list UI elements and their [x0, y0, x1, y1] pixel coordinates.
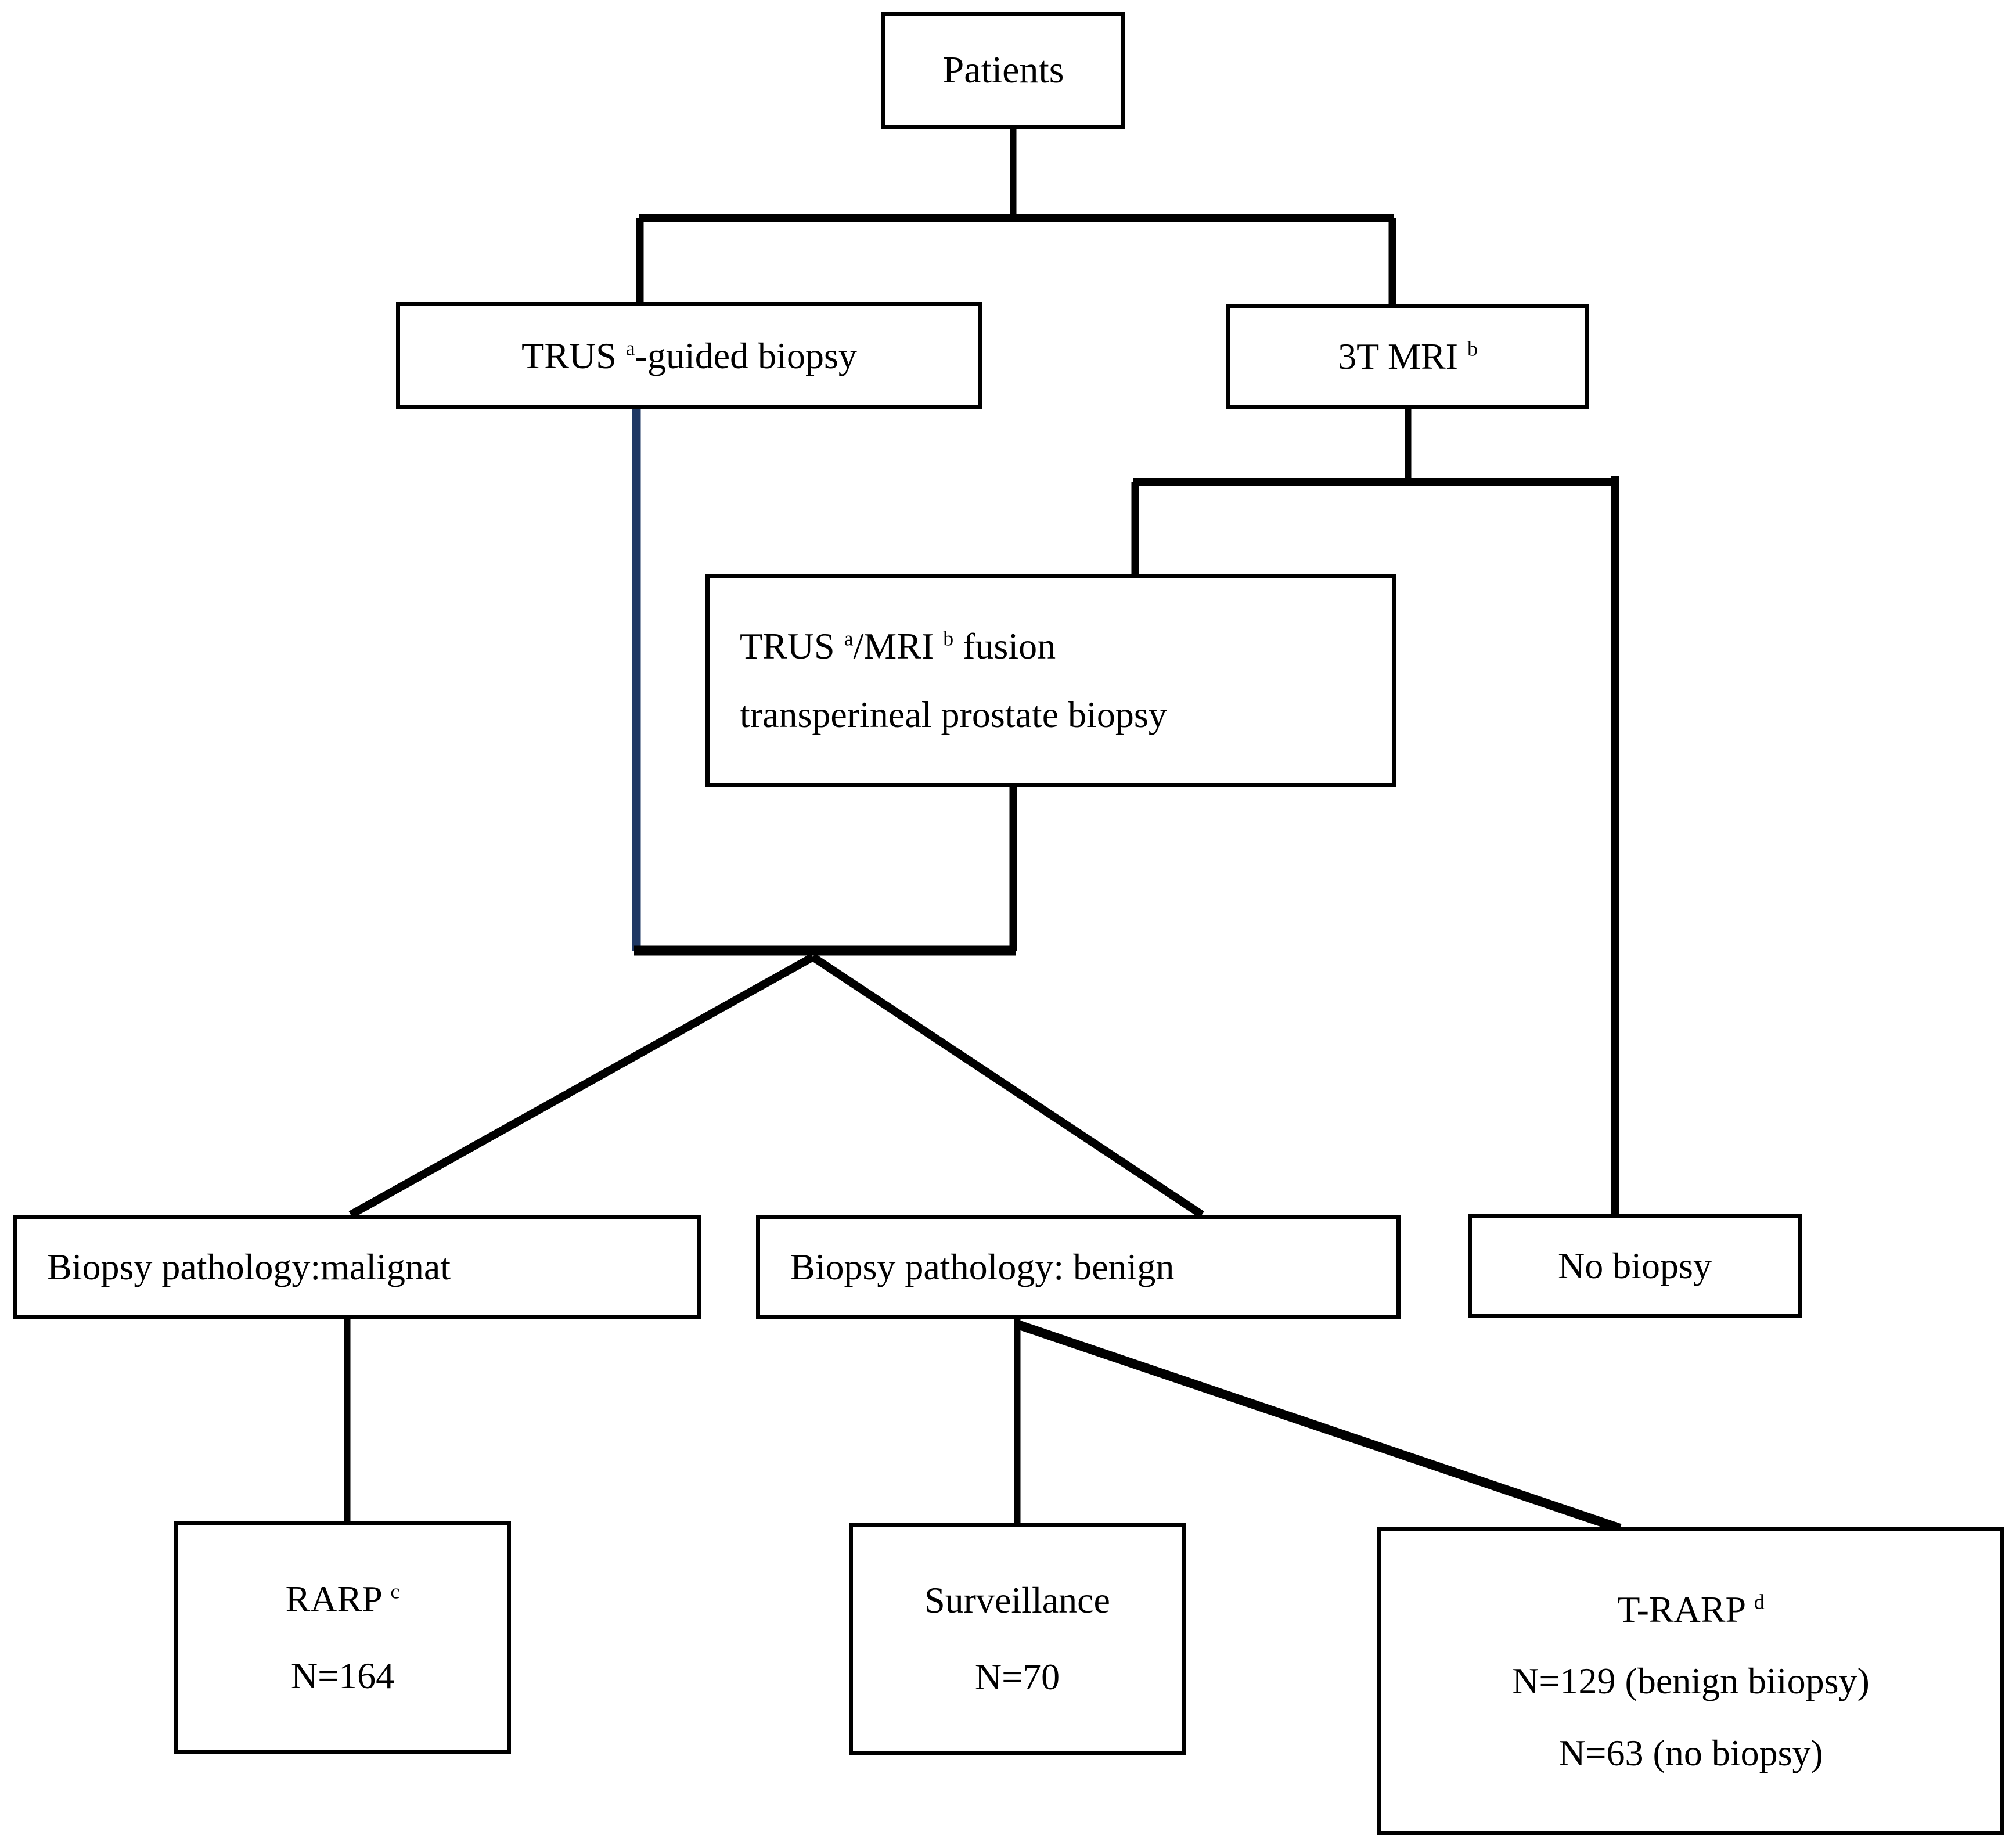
node-pathology-benign-label: Biopsy pathology: benign	[790, 1246, 1175, 1288]
edge-benign-to-t-rarp	[1014, 1319, 1622, 1533]
node-t-rarp-line-1: T-RARP d	[1617, 1588, 1765, 1630]
node-rarp-line-2: N=164	[290, 1655, 395, 1696]
node-pathology-malignant[interactable]: Biopsy pathology:malignat	[13, 1215, 701, 1319]
node-3t-mri-label: 3T MRI b	[1338, 336, 1478, 377]
footnote-marker-b: b	[1467, 337, 1478, 361]
footnote-marker-b: b	[943, 627, 954, 650]
node-fusion-transperineal-biopsy[interactable]: TRUS a/MRI b fusion transperineal prosta…	[705, 574, 1396, 787]
node-3t-mri[interactable]: 3T MRI b	[1226, 304, 1589, 409]
node-t-rarp[interactable]: T-RARP d N=129 (benign biiopsy) N=63 (no…	[1377, 1527, 2004, 1835]
node-rarp[interactable]: RARP c N=164	[174, 1521, 511, 1754]
footnote-marker-d: d	[1754, 1590, 1765, 1614]
node-surveillance[interactable]: Surveillance N=70	[849, 1523, 1186, 1755]
footnote-marker-a: a	[625, 336, 635, 360]
edge-to-pathology-benign	[811, 954, 1204, 1218]
node-rarp-line-1: RARP c	[285, 1578, 400, 1620]
node-pathology-malignant-label: Biopsy pathology:malignat	[47, 1246, 451, 1288]
node-t-rarp-line-2: N=129 (benign biiopsy)	[1512, 1660, 1870, 1702]
node-no-biopsy[interactable]: No biopsy	[1468, 1214, 1802, 1318]
node-fusion-line-1: TRUS a/MRI b fusion	[740, 625, 1056, 667]
node-t-rarp-line-3: N=63 (no biopsy)	[1558, 1732, 1823, 1773]
node-trus-guided-biopsy-label: TRUS a-guided biopsy	[521, 334, 857, 376]
node-patients-label: Patients	[942, 49, 1064, 92]
footnote-marker-a: a	[844, 627, 854, 650]
node-no-biopsy-label: No biopsy	[1558, 1245, 1712, 1287]
edge-to-pathology-malignant	[348, 953, 815, 1219]
node-patients[interactable]: Patients	[881, 12, 1125, 129]
node-pathology-benign[interactable]: Biopsy pathology: benign	[756, 1215, 1401, 1319]
node-surveillance-line-1: Surveillance	[924, 1579, 1110, 1621]
node-surveillance-line-2: N=70	[974, 1656, 1060, 1697]
footnote-marker-c: c	[390, 1580, 400, 1604]
node-trus-guided-biopsy[interactable]: TRUS a-guided biopsy	[396, 302, 982, 409]
node-fusion-line-2: transperineal prostate biopsy	[740, 693, 1167, 735]
